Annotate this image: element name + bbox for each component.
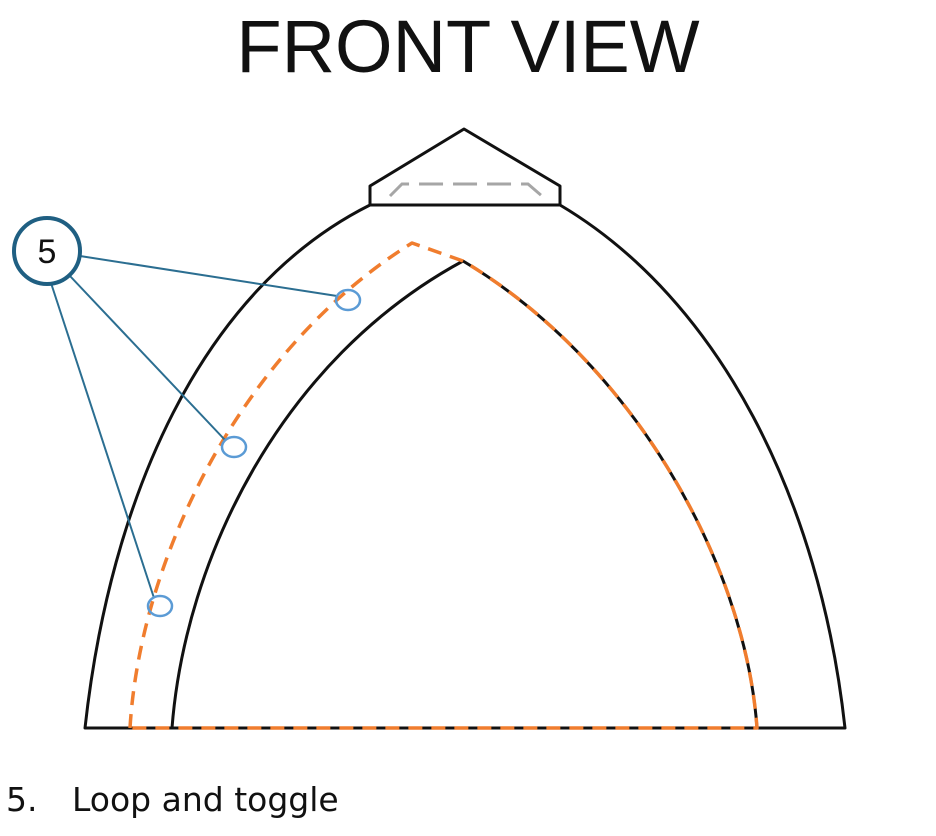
leader-line-upper xyxy=(79,255,338,297)
cap-hidden-line xyxy=(388,182,543,198)
callout-circle xyxy=(12,216,82,286)
loop-marker-middle xyxy=(220,435,248,459)
legend-item-number: 5. xyxy=(6,780,38,819)
legend-item: 5. Loop and toggle xyxy=(6,778,339,822)
page-title: FRONT VIEW xyxy=(236,5,700,88)
legend-item-label: Loop and toggle xyxy=(72,780,339,819)
stitch-line xyxy=(128,241,759,730)
top-cap-outline xyxy=(368,127,562,207)
leader-line-lower xyxy=(50,282,155,599)
loop-marker-lower xyxy=(146,594,174,618)
leader-line-middle xyxy=(69,275,226,441)
inner-arch-outline xyxy=(170,259,759,730)
loop-marker-upper xyxy=(334,288,362,312)
callout-number: 5 xyxy=(38,233,57,271)
